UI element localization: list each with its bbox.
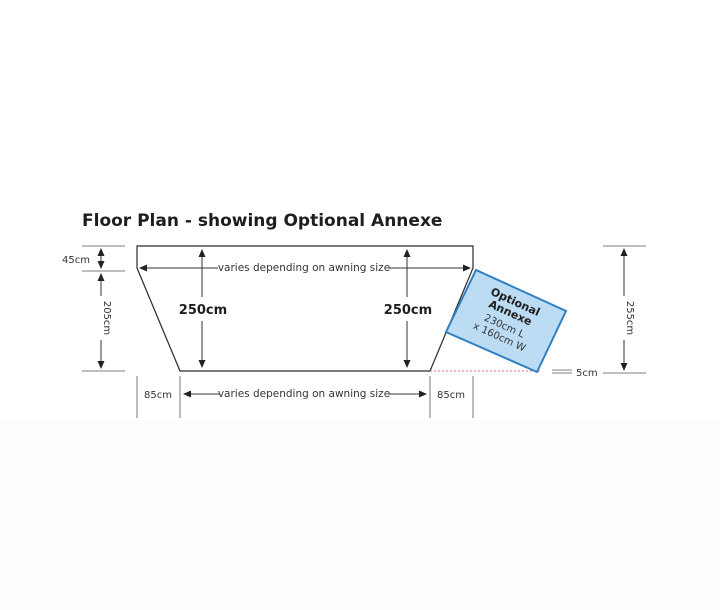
- depth-left-label: 250cm: [179, 303, 227, 318]
- bottom-right-offset-label: 85cm: [437, 390, 465, 401]
- optional-annexe: Optional Annexe 230cm L x 160cm W: [444, 268, 568, 374]
- right-height-label: 255cm: [624, 301, 635, 335]
- bottom-width-label: varies depending on awning size: [218, 388, 390, 400]
- lower-background: [0, 420, 720, 610]
- top-width-label: varies depending on awning size: [218, 262, 390, 274]
- left-top-height-label: 45cm: [62, 255, 90, 266]
- diagram-title: Floor Plan - showing Optional Annexe: [82, 211, 442, 231]
- annexe-box: [444, 268, 568, 374]
- depth-right-label: 250cm: [384, 303, 432, 318]
- bottom-left-offset-label: 85cm: [144, 390, 172, 401]
- left-height-label: 205cm: [101, 301, 112, 335]
- gap-label: 5cm: [576, 368, 598, 379]
